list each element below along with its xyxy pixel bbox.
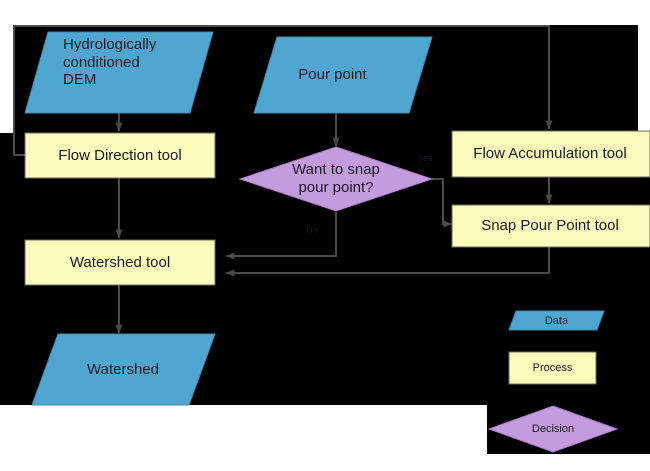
- node-pour-point[interactable]: [253, 36, 433, 114]
- legend-label-process: Process: [532, 362, 573, 374]
- connector-decision-no-to-watershed-tool: [225, 212, 337, 260]
- connector-decision-yes-to-snap-pour-point: [432, 178, 453, 228]
- connector-top-rail-to-flow-accumulation: [14, 25, 553, 130]
- legend-shape-process: [508, 351, 597, 385]
- connector-snap-pour-point-to-watershed-tool: [225, 247, 550, 277]
- node-watershed-output[interactable]: [31, 333, 216, 406]
- edge-label-yes: Yes: [417, 153, 433, 163]
- node-flow-accumulation-tool[interactable]: [451, 130, 650, 178]
- connector-canvas-left-to-flow-direction: [13, 26, 25, 156]
- edge-label-no: No: [306, 225, 318, 235]
- legend-shape-data: [508, 310, 605, 331]
- node-snap-pour-point-tool[interactable]: [451, 204, 650, 248]
- node-want-to-snap-pour-point-decision[interactable]: [238, 146, 434, 212]
- node-watershed-tool[interactable]: [24, 239, 216, 286]
- node-hydrologically-conditioned-dem[interactable]: [24, 31, 214, 114]
- legend-label-decision: Decision: [531, 423, 575, 435]
- legend-label-data: Data: [544, 314, 569, 327]
- node-flow-direction-tool[interactable]: [24, 132, 216, 179]
- legend-shape-decision: [487, 405, 619, 453]
